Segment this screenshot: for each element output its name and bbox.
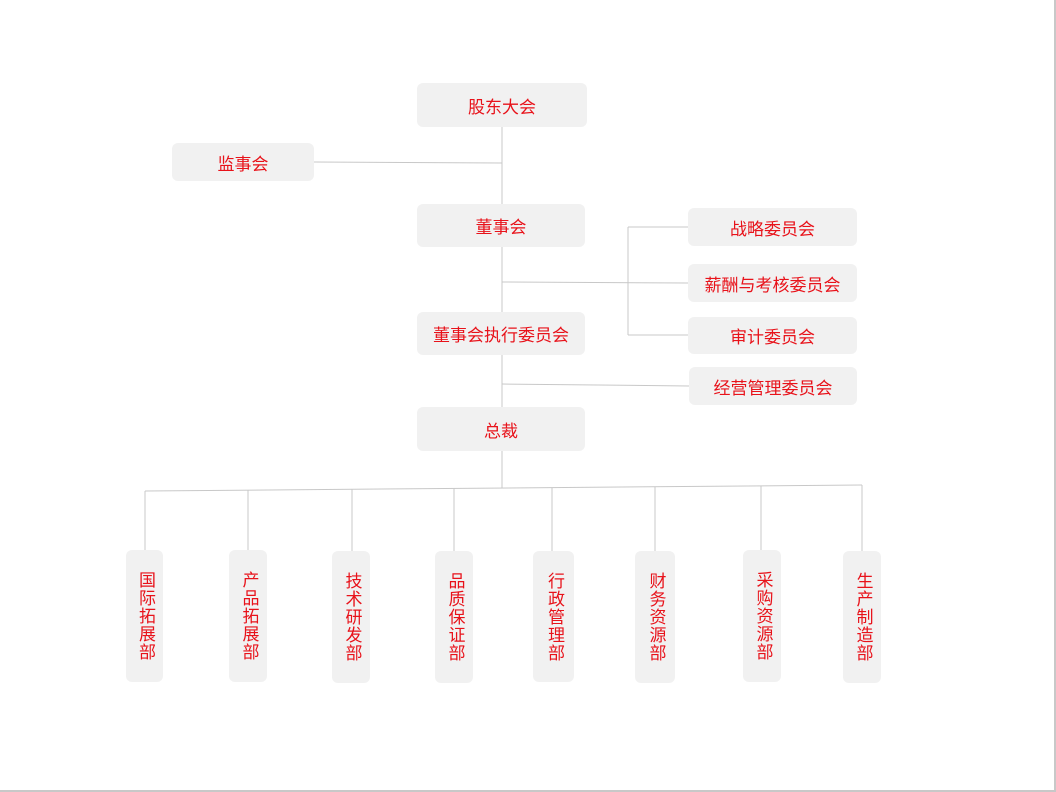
node-board-of-directors: 董事会 <box>417 204 585 247</box>
node-executive-committee: 董事会执行委员会 <box>417 312 585 355</box>
dept-node: 行政管理部 <box>533 551 574 682</box>
dept-node: 技术研发部 <box>332 551 370 683</box>
node-supervisory-board: 监事会 <box>172 143 314 181</box>
node-strategy-committee: 战略委员会 <box>688 208 857 246</box>
node-management-committee: 经营管理委员会 <box>689 367 857 405</box>
node-audit-committee: 审计委员会 <box>688 317 857 354</box>
dept-node: 生产制造部 <box>843 551 881 683</box>
connector-supervisory <box>313 161 503 164</box>
dept-node: 品质保证部 <box>435 551 473 683</box>
connector-management <box>501 383 690 387</box>
dept-node: 采购资源部 <box>743 550 781 682</box>
connector-board-committees <box>501 281 689 284</box>
slide-border-right <box>1054 0 1056 792</box>
slide-border-bottom <box>0 790 1056 792</box>
node-general-meeting: 股东大会 <box>417 83 587 127</box>
dept-node: 产品拓展部 <box>229 550 267 682</box>
connector-dept-bus <box>144 484 863 492</box>
dept-node: 国际拓展部 <box>126 550 163 682</box>
dept-node: 财务资源部 <box>635 551 675 683</box>
node-remuneration-committee: 薪酬与考核委员会 <box>688 264 857 302</box>
node-president: 总裁 <box>417 407 585 451</box>
